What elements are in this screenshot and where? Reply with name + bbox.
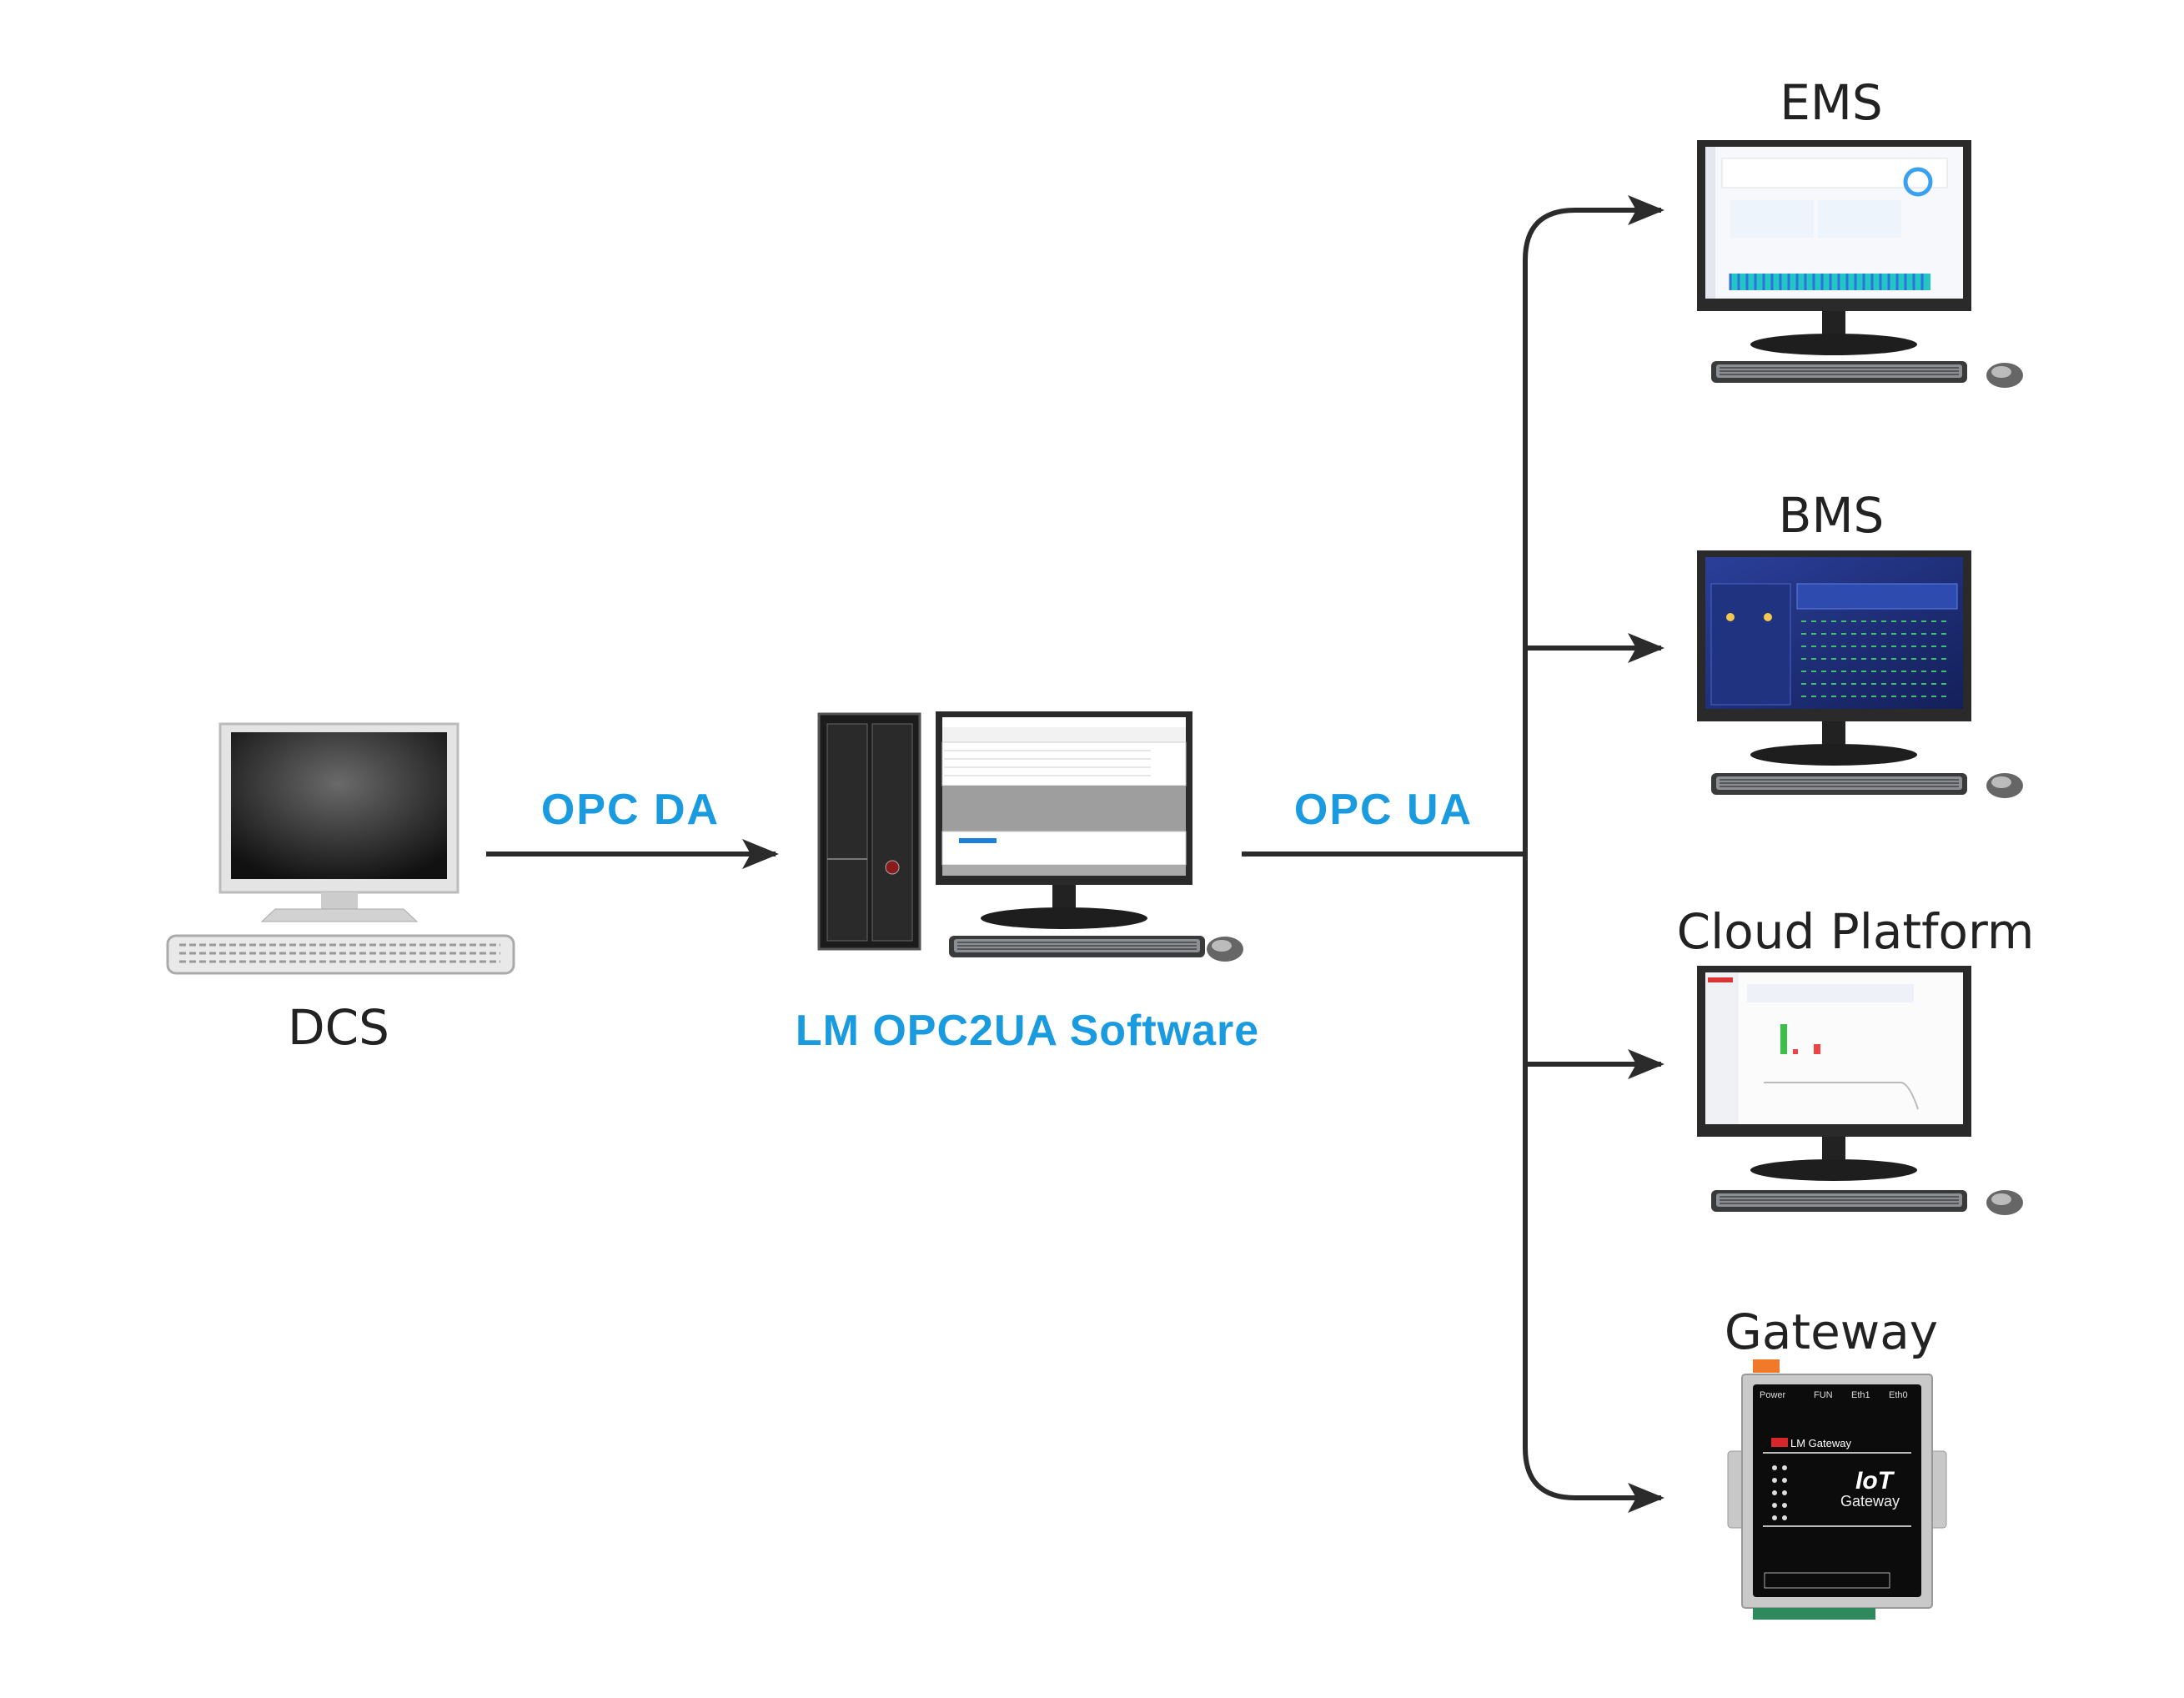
cloud-platform-label: Cloud Platform	[1677, 903, 2035, 960]
iot-gateway-device: Power FUN Eth1 Eth0 LM Gateway IoT Gatew…	[1727, 1359, 1947, 1620]
gateway-led-fun: FUN	[1814, 1390, 1833, 1400]
ems-computer	[1697, 140, 2023, 388]
dcs-computer	[166, 722, 515, 975]
cloud-platform-computer	[1697, 966, 2023, 1215]
gateway-led-eth1: Eth1	[1851, 1390, 1870, 1400]
dcs-label: DCS	[288, 999, 389, 1056]
software-computer	[817, 711, 1243, 962]
gateway-label: Gateway	[1725, 1304, 1938, 1360]
bms-computer	[1697, 550, 2023, 798]
opc-da-label: OPC DA	[541, 786, 720, 834]
opc-ua-label: OPC UA	[1294, 786, 1473, 834]
opc-ua-bus	[1242, 195, 1664, 1513]
gateway-power-label: Power	[1760, 1390, 1786, 1400]
gateway-iot-title: IoT	[1855, 1467, 1895, 1495]
bms-label: BMS	[1779, 487, 1885, 544]
gateway-subtitle: Gateway	[1840, 1493, 1900, 1510]
gateway-brand: LM Gateway	[1790, 1437, 1851, 1449]
gateway-led-eth0: Eth0	[1889, 1390, 1908, 1400]
software-label: LM OPC2UA Software	[796, 1007, 1259, 1055]
ems-label: EMS	[1780, 74, 1883, 131]
